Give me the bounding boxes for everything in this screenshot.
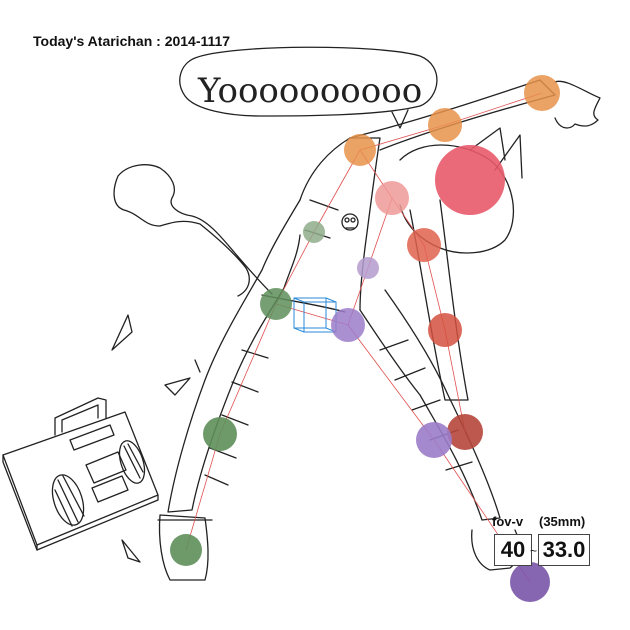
separator: ~ <box>530 544 538 558</box>
skull-icon <box>341 213 359 231</box>
joint-elbow[interactable] <box>428 108 462 142</box>
lower-arm-outline <box>409 199 469 401</box>
joint-hip-left[interactable] <box>260 288 292 320</box>
joint-upper-arm[interactable] <box>407 228 441 262</box>
joint-knee-left[interactable] <box>203 417 237 451</box>
speech-bubble <box>179 46 438 129</box>
joint-neck[interactable] <box>375 181 409 215</box>
focal-length-field[interactable]: 33.0 <box>538 534 590 566</box>
left-shoe <box>157 514 213 581</box>
glass-shards <box>111 314 201 563</box>
page-title: Today's Atarichan : 2014-1117 <box>33 33 231 49</box>
joint-lower-arm[interactable] <box>428 313 462 347</box>
tail <box>113 164 273 297</box>
joint-chest-right[interactable] <box>357 257 379 279</box>
joint-hip-right[interactable] <box>331 308 365 342</box>
fov-label: fov-v <box>492 514 524 529</box>
joint-head[interactable] <box>435 145 505 215</box>
fov-value-field[interactable]: 40 <box>494 534 532 566</box>
boombox-icon <box>2 397 159 551</box>
left-leg-outline <box>167 199 301 513</box>
lens-label: (35mm) <box>539 514 586 529</box>
joint-handles[interactable] <box>170 75 560 602</box>
hand <box>554 80 601 129</box>
speech-text: Yoooooooooo <box>197 71 422 111</box>
joint-chest-left[interactable] <box>303 221 325 243</box>
joint-knee-right[interactable] <box>416 422 452 458</box>
joint-ankle-left[interactable] <box>170 534 202 566</box>
ear-left <box>469 127 506 161</box>
ear-right <box>494 134 523 179</box>
joint-wrist[interactable] <box>447 414 483 450</box>
joint-ankle-right[interactable] <box>510 562 550 602</box>
joint-shoulder[interactable] <box>344 134 376 166</box>
joint-hand[interactable] <box>524 75 560 111</box>
